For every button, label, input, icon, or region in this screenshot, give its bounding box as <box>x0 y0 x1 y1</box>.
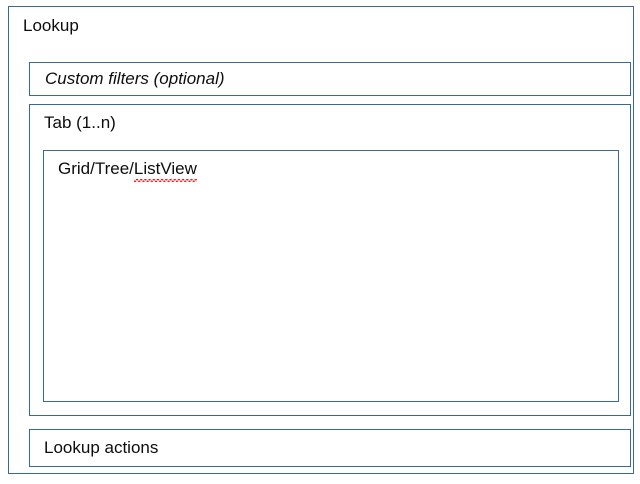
grid-view-label-misspelled-word: ListView <box>133 159 197 182</box>
tab-panel-label: Tab (1..n) <box>44 113 116 132</box>
tab-panel[interactable]: Tab (1..n) Grid/Tree/ListView <box>29 104 631 416</box>
custom-filters-panel[interactable]: Custom filters (optional) <box>29 62 631 96</box>
lookup-actions-label: Lookup actions <box>44 438 159 457</box>
custom-filters-label: Custom filters (optional) <box>45 69 225 88</box>
lookup-container: Lookup Custom filters (optional) Tab (1.… <box>8 6 634 474</box>
grid-tree-listview-panel[interactable]: Grid/Tree/ListView <box>43 150 619 402</box>
grid-tree-listview-label: Grid/Tree/ListView <box>58 159 197 182</box>
page-title: Lookup <box>23 16 79 35</box>
lookup-actions-panel[interactable]: Lookup actions <box>29 429 631 467</box>
grid-view-label-prefix: Grid/Tree/ <box>58 159 134 178</box>
